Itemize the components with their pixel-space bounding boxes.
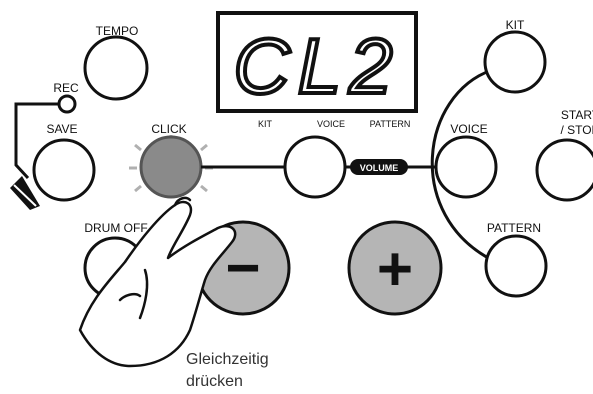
hand-icon <box>78 196 237 368</box>
save-button[interactable] <box>32 138 96 202</box>
voice-label: VOICE <box>450 122 487 136</box>
display-label-kit: KIT <box>258 119 273 129</box>
minus-glyph: − <box>225 234 260 301</box>
led-display: CL2 <box>216 11 418 113</box>
plus-glyph: + <box>377 235 413 304</box>
tempo-button[interactable] <box>83 35 149 101</box>
rec-label: REC <box>53 81 79 95</box>
rec-led <box>57 94 77 114</box>
pattern-button[interactable] <box>484 234 548 298</box>
selector-arc <box>430 68 493 262</box>
rec-connector-line <box>14 102 59 180</box>
volume-badge <box>350 159 408 175</box>
drum-off-label: DRUM OFF <box>84 221 147 235</box>
start-stop-label-line1: START <box>561 108 593 122</box>
display-text: CL2 <box>233 22 400 110</box>
voice-button[interactable] <box>434 135 498 199</box>
save-label: SAVE <box>46 122 77 136</box>
pedal-icon <box>10 176 40 210</box>
plus-button[interactable] <box>347 220 443 316</box>
start-stop-button[interactable] <box>535 138 593 202</box>
kit-button[interactable] <box>483 30 547 94</box>
instruction-line1: Gleichzeitig <box>186 351 269 368</box>
tempo-label: TEMPO <box>96 24 139 38</box>
volume-label: VOLUME <box>360 163 399 173</box>
display-label-pattern: PATTERN <box>370 119 411 129</box>
pattern-label: PATTERN <box>487 221 541 235</box>
kit-label: KIT <box>506 18 525 32</box>
instruction-line2: drücken <box>186 373 243 390</box>
click-button[interactable] <box>139 135 203 199</box>
display-label-voice: VOICE <box>317 119 345 129</box>
voice-volume-button[interactable] <box>283 135 347 199</box>
click-label: CLICK <box>151 122 186 136</box>
